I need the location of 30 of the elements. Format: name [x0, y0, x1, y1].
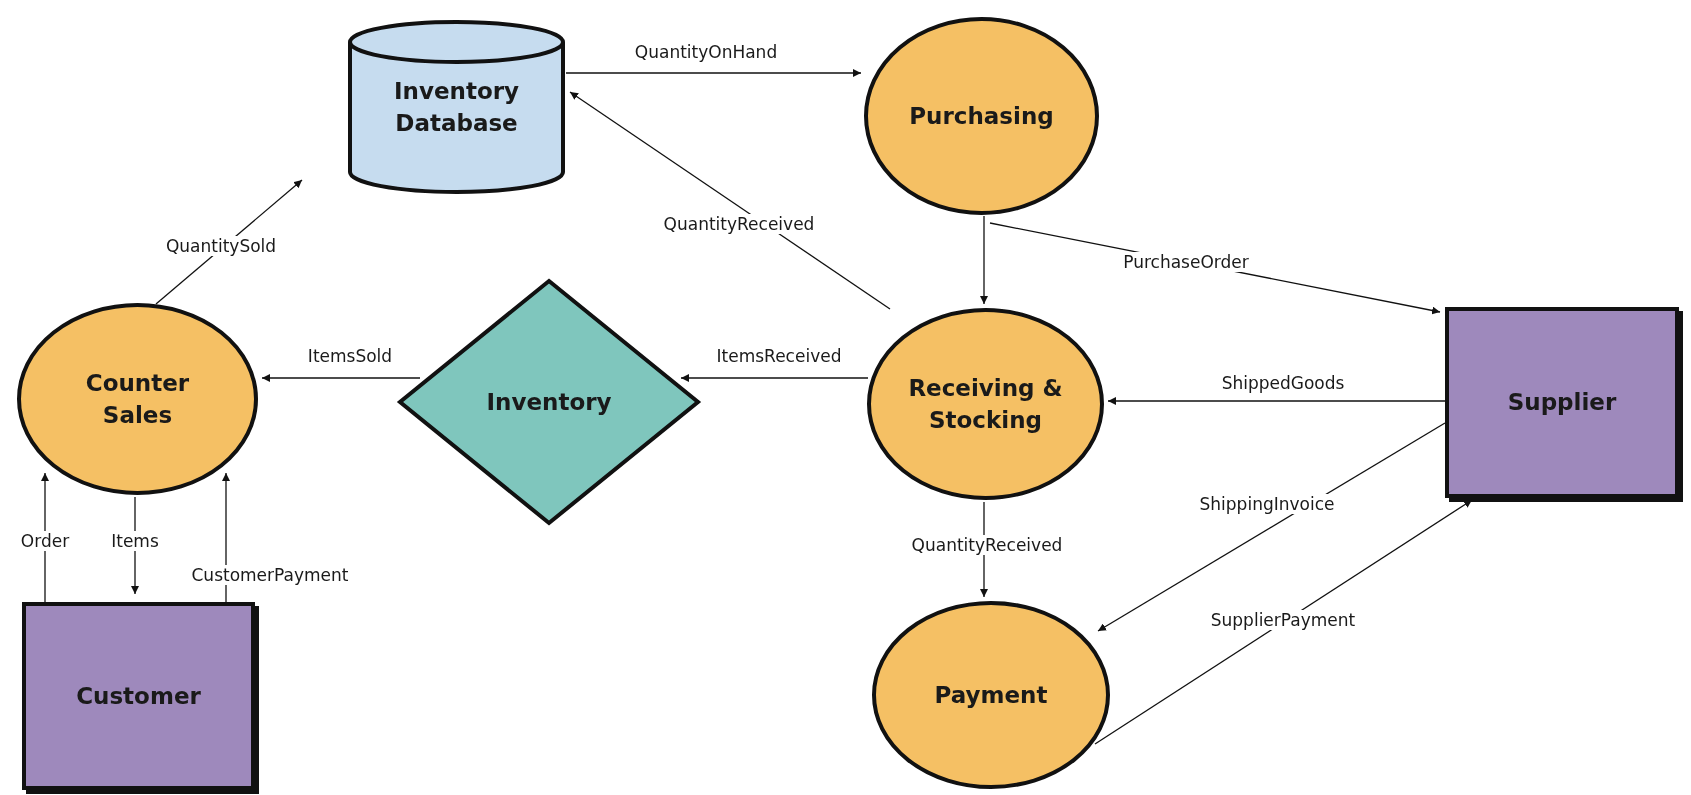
- edge-label: CustomerPayment: [189, 565, 351, 585]
- edge-label: Order: [18, 531, 72, 551]
- node-label: Receiving & Stocking: [907, 373, 1064, 435]
- edge-label: Items: [109, 531, 161, 551]
- arrow: [222, 472, 230, 605]
- arrow: [1097, 422, 1446, 632]
- arrow: [261, 374, 421, 382]
- arrow: [565, 69, 862, 77]
- process-circle: [866, 307, 1105, 501]
- arrow: [680, 374, 869, 382]
- edge-label: ShippingInvoice: [1197, 494, 1337, 514]
- arrow: [1094, 499, 1473, 745]
- edge-label: ShippedGoods: [1219, 373, 1347, 393]
- arrow: [569, 91, 891, 310]
- process-circle: [871, 600, 1111, 790]
- edge-label: PurchaseOrder: [1121, 252, 1251, 272]
- process-circle: [16, 302, 259, 496]
- edge-label: SupplierPayment: [1208, 610, 1358, 630]
- arrow: [980, 215, 988, 305]
- node-label: Counter Sales: [84, 368, 191, 430]
- node-label: Purchasing: [909, 101, 1054, 131]
- node-label: Inventory Database: [393, 76, 520, 138]
- arrow: [1107, 397, 1446, 405]
- node-label: Customer: [76, 681, 201, 711]
- node-label: Inventory: [486, 387, 612, 417]
- node-label: Payment: [934, 680, 1048, 710]
- data-store-diamond: [397, 278, 701, 526]
- process-circle: [863, 16, 1100, 216]
- database-cylinder: [347, 19, 566, 195]
- node-label: Supplier: [1507, 388, 1617, 418]
